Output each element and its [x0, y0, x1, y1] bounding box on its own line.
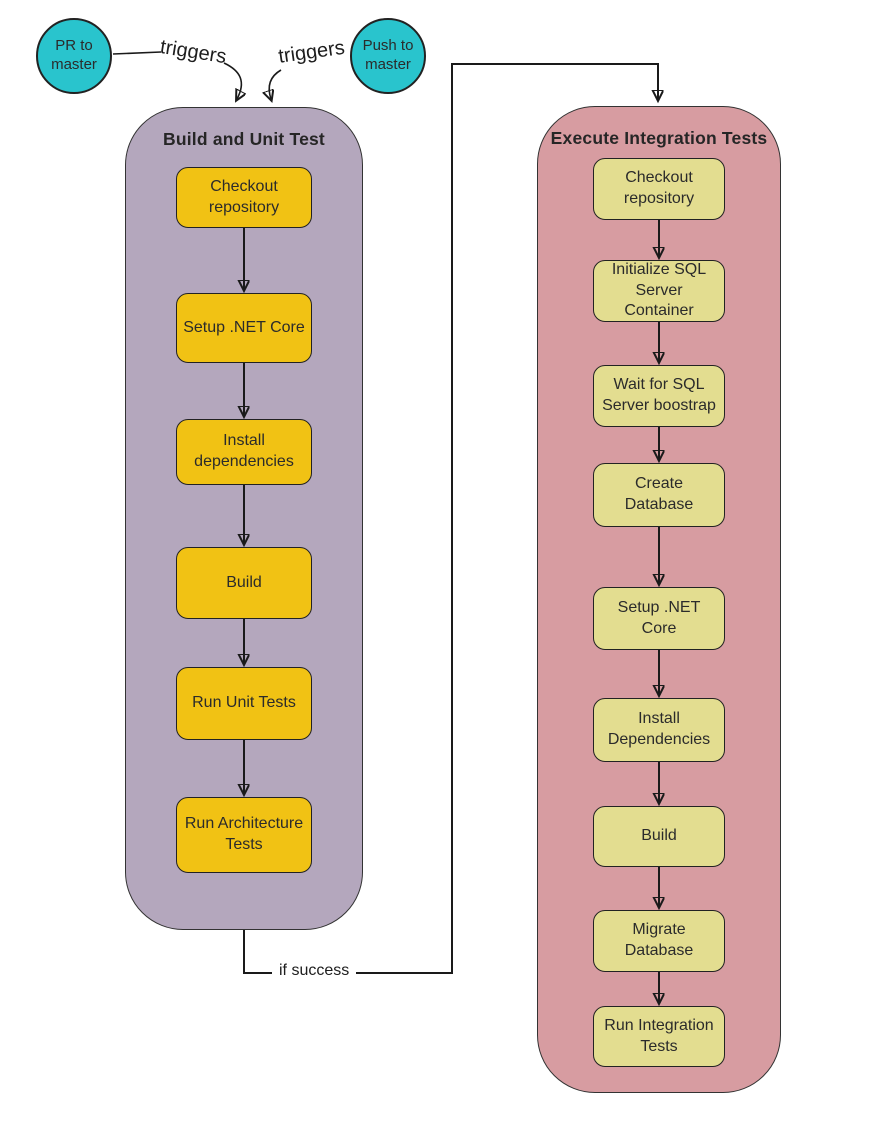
step-run-architecture-tests: Run Architecture Tests — [176, 797, 312, 873]
step-initialize-sql-server-container: Initialize SQL Server Container — [593, 260, 725, 322]
step-install-dependencies-2: Install Dependencies — [593, 698, 725, 762]
step-run-unit-tests: Run Unit Tests — [176, 667, 312, 740]
step-checkout-repository: Checkout repository — [176, 167, 312, 228]
step-migrate-database: Migrate Database — [593, 910, 725, 972]
step-setup-dotnet-core: Setup .NET Core — [176, 293, 312, 363]
edge-label-triggers-1: triggers — [158, 36, 228, 69]
step-build-2: Build — [593, 806, 725, 867]
edge-trigger2-arrow — [269, 69, 282, 99]
step-build: Build — [176, 547, 312, 619]
step-setup-dotnet-core-2: Setup .NET Core — [593, 587, 725, 650]
edge-pr-to-triggers — [112, 51, 162, 55]
group-title-build-and-unit-test: Build and Unit Test — [163, 129, 325, 149]
trigger-node-push-to-master: Push to master — [350, 18, 426, 94]
trigger-node-pr-to-master: PR to master — [36, 18, 112, 94]
step-create-database: Create Database — [593, 463, 725, 527]
edge-label-if-success: if success — [272, 962, 357, 980]
group-title-execute-integration-tests: Execute Integration Tests — [550, 128, 768, 148]
edge-trigger1-arrow — [223, 62, 241, 99]
edge-label-triggers-2: triggers — [277, 36, 347, 68]
step-run-integration-tests: Run Integration Tests — [593, 1006, 725, 1067]
step-install-dependencies: Install dependencies — [176, 419, 312, 485]
step-checkout-repository-2: Checkout repository — [593, 158, 725, 220]
step-wait-for-sql-server-bootstrap: Wait for SQL Server boostrap — [593, 365, 725, 427]
